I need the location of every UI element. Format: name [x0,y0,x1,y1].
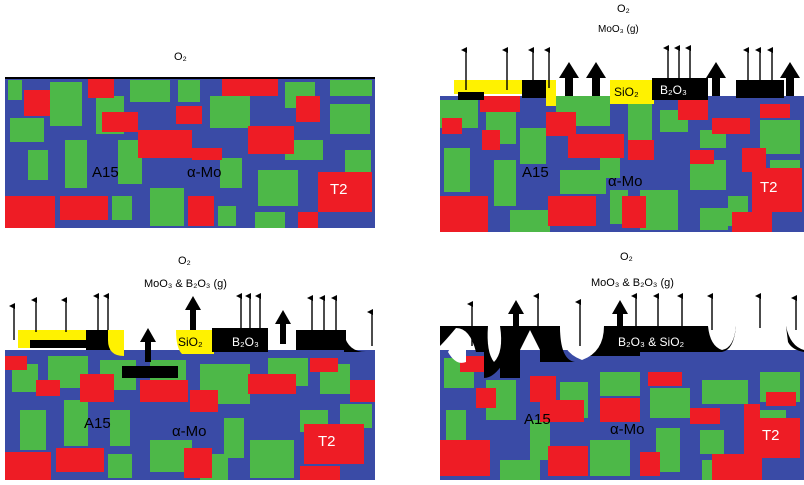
o2-label: O₂ [617,3,630,15]
alpha-mo-label: α-Mo [172,423,207,440]
alpha-mo-label: α-Mo [608,173,643,190]
sio2-label: SiO₂ [614,85,639,99]
panel-moo3-b2o3-evaporation: O₂ MoO₃ & B₂O₃ (g) SiO₂ B₂O₃ A15 α-Mo T2 [5,255,375,480]
b2o3-label: B₂O₃ [232,335,259,349]
panel-continuous-scale: O₂ MoO₃ & B₂O₃ (g) B₂O₃ & SiO₂ A15 α-Mo … [440,251,804,480]
pores [448,326,804,363]
thick-gas-arrows [508,300,628,332]
sio2-label: SiO₂ [178,335,203,349]
t2-label: T2 [318,433,336,450]
combined-scale-label: B₂O₃ & SiO₂ [618,335,685,349]
alpha-mo-label: α-Mo [187,164,222,181]
panel-initial: O₂ A15 α-Mo T2 [5,51,375,228]
microstructure-grains [440,96,802,232]
o2-label: O₂ [174,51,187,63]
gas-escape-arrows [467,293,797,346]
gas-species-label: MoO₃ & B₂O₃ (g) [144,278,227,290]
o2-label: O₂ [178,255,191,267]
panel-moo3-evaporation: O₂ MoO₃ (g) SiO₂ B₂O₃ A15 α-Mo T2 [440,3,804,232]
thick-gas-arrows [140,296,291,362]
a15-label: A15 [524,411,551,428]
microstructure-grains [440,356,800,480]
oxide-scale [454,78,784,106]
gas-species-label: MoO₃ (g) [598,24,639,35]
alpha-mo-label: α-Mo [610,421,645,438]
gas-escape-arrows [461,45,773,90]
t2-label: T2 [760,179,778,196]
gas-escape-arrows [9,293,373,346]
a15-label: A15 [522,164,549,181]
microstructure-grains [5,78,372,228]
t2-label: T2 [762,427,780,444]
gas-species-label: MoO₃ & B₂O₃ (g) [591,277,674,289]
thick-gas-arrows [559,62,800,96]
o2-label: O₂ [620,251,633,263]
t2-label: T2 [330,181,348,198]
b2o3-label: B₂O₃ [660,83,687,97]
oxide-scale [18,328,366,378]
a15-label: A15 [92,164,119,181]
a15-label: A15 [84,415,111,432]
